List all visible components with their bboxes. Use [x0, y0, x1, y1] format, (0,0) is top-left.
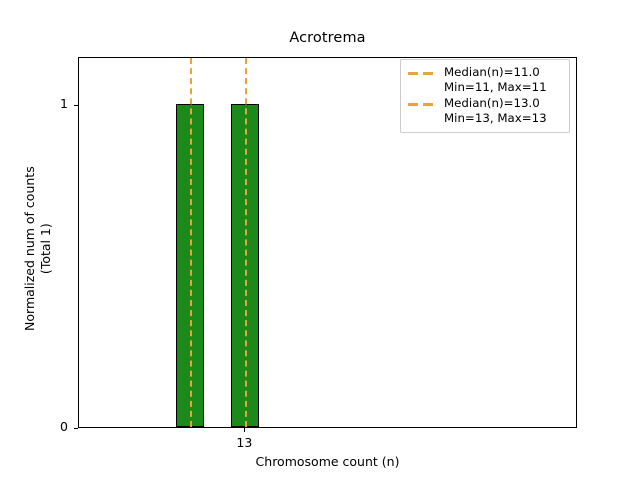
y-tick-label-1: 1	[60, 96, 68, 112]
x-tick-label-13: 13	[236, 435, 253, 450]
legend-item-1: Median(n)=13.0 Min=13, Max=13	[407, 96, 563, 126]
legend-label-1: Median(n)=13.0 Min=13, Max=13	[444, 95, 547, 125]
chart-title: Acrotrema	[289, 30, 366, 46]
y-tick-mark-1	[74, 105, 78, 107]
legend-item-0: Median(n)=11.0 Min=11, Max=11	[407, 65, 563, 95]
median-line-11	[189, 58, 192, 427]
dashed-line-icon	[407, 66, 437, 80]
y-axis-label: Normalized num of counts (Total 1)	[21, 166, 53, 331]
legend-label-0: Median(n)=11.0 Min=11, Max=11	[444, 65, 547, 94]
x-tick-mark-13	[244, 428, 246, 432]
x-axis-label: Chromosome count (n)	[255, 454, 400, 469]
y-tick-label-0: 0	[60, 419, 68, 434]
median-line-13	[245, 58, 248, 427]
y-tick-mark-0	[74, 428, 78, 429]
legend: Median(n)=11.0 Min=11, Max=11 Median(n)=…	[400, 59, 570, 133]
dashed-line-icon	[407, 97, 437, 111]
